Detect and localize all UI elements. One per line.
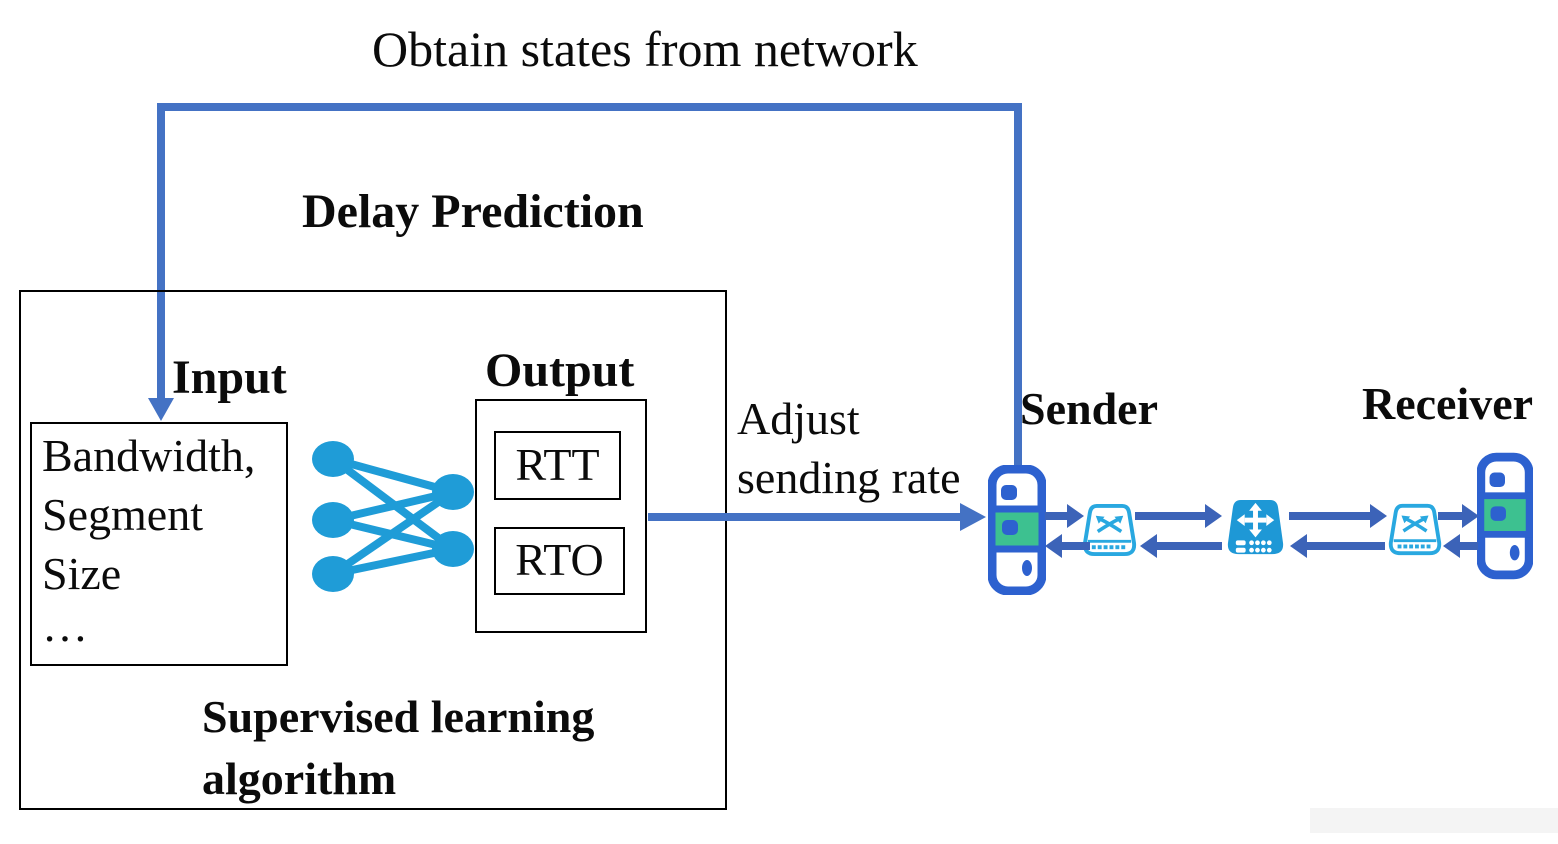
adjust-rate-arrow-line: [648, 513, 960, 521]
output-box: [475, 399, 647, 633]
adjust-label-line1: Adjust: [737, 393, 860, 444]
server-icon: [988, 465, 1046, 595]
feedback-line-left-vertical: [157, 103, 165, 399]
arrow-switch1-to-sender: [1045, 534, 1090, 558]
router-icon: [1227, 499, 1284, 555]
input-line-ellipsis: …: [42, 600, 94, 651]
arrow-receiver-to-switch2: [1443, 534, 1478, 558]
arrow-router-to-switch2: [1289, 504, 1387, 528]
output-label: Output: [485, 344, 635, 397]
arrow-switch2-to-router: [1290, 534, 1385, 558]
arrow-router-to-switch1: [1140, 534, 1222, 558]
background-artifact-bar: [1310, 808, 1558, 833]
input-line-bandwidth: Bandwidth,: [42, 430, 256, 481]
switch-icon: [1388, 503, 1442, 556]
input-line-segment: Segment: [42, 489, 203, 540]
delay-prediction-label: Delay Prediction: [302, 185, 644, 238]
receiver-label: Receiver: [1362, 378, 1534, 429]
supervised-learning-box: [19, 290, 727, 810]
down-arrow-icon: [148, 398, 174, 421]
adjust-rate-arrow-head: [960, 503, 986, 531]
switch-icon: [1082, 504, 1137, 557]
rto-box: RTO: [494, 527, 625, 595]
adjust-label-line2: sending rate: [737, 452, 961, 503]
arrow-sender-to-switch1: [1045, 504, 1084, 528]
arrow-switch2-to-receiver: [1438, 504, 1479, 528]
obtain-states-label: Obtain states from network: [372, 21, 918, 77]
supervised-learning-label-line2: algorithm: [202, 753, 397, 804]
server-icon: [1477, 452, 1533, 580]
input-label: Input: [172, 351, 287, 404]
sender-label: Sender: [1020, 383, 1158, 434]
input-box: [30, 422, 288, 666]
neural-network-icon: [312, 441, 474, 592]
input-line-size: Size: [42, 548, 122, 599]
arrow-switch1-to-router: [1135, 504, 1222, 528]
supervised-learning-label-line1: Supervised learning: [202, 691, 595, 742]
feedback-line-right-vertical: [1014, 103, 1022, 467]
rtt-box: RTT: [494, 431, 621, 500]
feedback-line-horizontal: [157, 103, 1022, 111]
